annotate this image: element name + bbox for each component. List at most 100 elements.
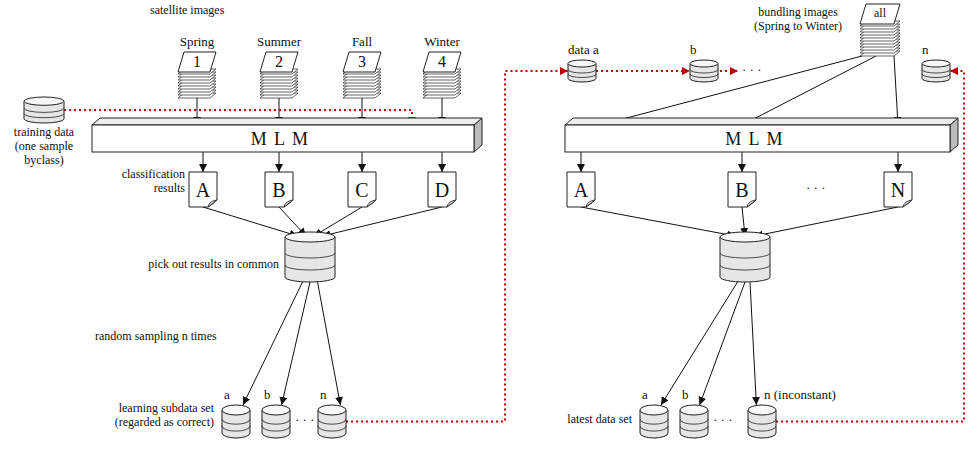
flow-arrow <box>750 282 756 405</box>
cylinder-top <box>720 232 770 242</box>
document-fold <box>284 200 293 207</box>
node-heading: b <box>264 388 271 403</box>
cylinder-band <box>24 114 64 118</box>
flow-arrow <box>442 152 443 172</box>
cyl-outline <box>285 232 335 282</box>
sheet-number: 4 <box>438 53 446 71</box>
cyl-outline <box>748 405 776 438</box>
cylinder-top <box>222 405 250 415</box>
cylinder-body <box>285 237 335 282</box>
annotation-label: latest data set <box>530 413 632 427</box>
cylinder-top <box>690 60 718 67</box>
node-heading: Winter <box>424 35 460 50</box>
database-cylinder: n (inconstant) <box>748 405 776 438</box>
node-label: C <box>355 178 368 201</box>
flow-arrow <box>742 56 876 125</box>
node-heading: a <box>224 388 230 403</box>
stack-top-sheet <box>860 4 900 24</box>
sheet-number: all <box>874 7 886 21</box>
cylinder-top <box>680 405 708 415</box>
sheet-number: 3 <box>358 53 366 71</box>
cyl-outline <box>640 405 668 438</box>
document-page <box>348 172 376 207</box>
cylinder-band <box>262 426 290 431</box>
database-cylinder: b <box>262 405 290 438</box>
block-front <box>92 125 474 152</box>
annotation-label: classification results <box>100 168 185 196</box>
document-page <box>265 172 293 207</box>
cylinder-band <box>748 426 776 431</box>
document-page <box>728 172 756 207</box>
stack-top-sheet <box>423 52 461 72</box>
sheet-number: 1 <box>193 53 201 71</box>
cylinder-band <box>690 70 718 74</box>
cylinder-band <box>720 265 770 270</box>
cylinder-band <box>222 426 250 431</box>
annotation-label: random sampling n times <box>95 330 217 344</box>
database-cylinder <box>720 232 770 282</box>
cylinder-band <box>262 419 290 424</box>
node-heading: a <box>642 388 648 403</box>
node-heading: Spring <box>180 35 215 50</box>
database-cylinder: a <box>222 405 250 438</box>
cylinder-top <box>922 60 950 67</box>
flow-arrow <box>282 282 310 405</box>
dotted-data-flow <box>596 70 690 72</box>
image-stack: Winter4 <box>423 52 461 98</box>
cylinder-band <box>318 426 346 431</box>
document-fold <box>208 200 217 207</box>
cylinder-band <box>680 419 708 424</box>
document-page <box>567 172 595 207</box>
flow-arrow <box>581 207 735 236</box>
cyl-outline <box>222 405 250 438</box>
document-page <box>428 172 456 207</box>
flow-arrow <box>661 282 738 405</box>
cylinder-top <box>24 97 64 105</box>
node-heading: n <box>922 43 929 58</box>
database-cylinder: b <box>690 60 718 82</box>
cylinder-band <box>285 253 335 258</box>
stack-top-sheet <box>343 52 381 72</box>
cyl-outline <box>720 232 770 282</box>
cylinder-top <box>640 405 668 415</box>
node-label: MLM <box>251 128 316 149</box>
node-label: B <box>272 178 285 201</box>
ellipsis-mark: · · · <box>713 413 733 428</box>
cylinder-band <box>922 74 950 78</box>
mlm-block: MLM <box>565 125 950 152</box>
cyl-outline <box>922 60 950 82</box>
node-heading: Fall <box>352 35 372 50</box>
node-heading: n <box>320 388 327 403</box>
cylinder-band <box>748 419 776 424</box>
node-label: N <box>891 178 905 201</box>
cylinder-top <box>568 60 596 67</box>
document-fold <box>447 200 456 207</box>
node-heading: n (inconstant) <box>764 388 836 403</box>
cyl-outline <box>24 97 64 123</box>
cylinder-band <box>640 426 668 431</box>
cylinder-top <box>748 405 776 415</box>
node-label: MLM <box>725 128 790 149</box>
node-label: D <box>435 178 449 201</box>
flow-arrow <box>243 282 303 405</box>
cyl-outline <box>318 405 346 438</box>
result-document: B <box>728 172 756 207</box>
document-page <box>189 172 217 207</box>
result-document: D <box>428 172 456 207</box>
stack-top-sheet <box>260 52 298 72</box>
flow-arrow <box>755 207 898 236</box>
flow-arrow <box>894 56 898 125</box>
flow-arrow <box>323 207 443 236</box>
cylinder-band <box>24 108 64 112</box>
annotation-label: bundling images (Spring to Winter) <box>742 6 854 34</box>
flow-arrow <box>898 152 899 172</box>
node-heading: training data (one sample byclass) <box>4 126 84 167</box>
node-heading: pick out results in common <box>148 258 279 272</box>
ellipsis-mark: · · · <box>295 413 315 428</box>
cylinder-band <box>922 70 950 74</box>
cyl-outline <box>568 60 596 82</box>
ellipsis-mark: · · · <box>806 181 826 196</box>
block-top <box>92 118 482 125</box>
